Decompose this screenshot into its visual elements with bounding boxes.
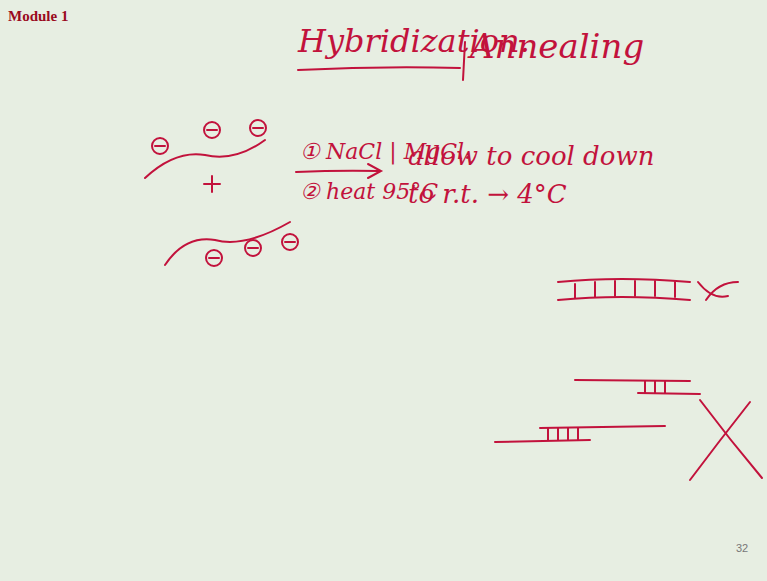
step-number: ② <box>300 180 320 204</box>
negative-charge <box>152 120 266 154</box>
dna-strand <box>495 426 665 442</box>
dna-strand <box>165 222 290 265</box>
title-text: Annealing <box>470 28 644 65</box>
dna-strand <box>575 380 700 394</box>
duplex <box>558 279 690 300</box>
module-heading: Module 1 <box>8 8 68 25</box>
strand-ends <box>698 282 738 300</box>
base-pairs <box>645 381 665 393</box>
negative-charge <box>206 234 298 266</box>
base-pairs <box>548 428 578 440</box>
dna-strand <box>145 140 265 178</box>
base-pairs <box>575 281 675 298</box>
step-number: ① <box>300 140 320 164</box>
note-text: to r.t. → 4°C <box>408 180 567 209</box>
page-number: 32 <box>736 542 748 554</box>
note-text: allow to cool down <box>408 142 654 171</box>
reaction-arrow <box>296 164 381 178</box>
cross-mark <box>690 400 762 480</box>
plus-sign <box>204 176 220 192</box>
underline <box>298 67 460 70</box>
